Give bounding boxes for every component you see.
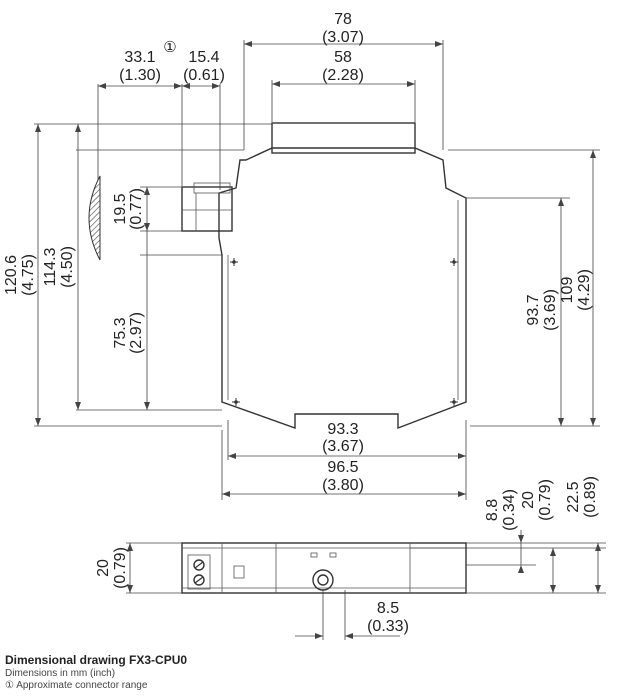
caption-footnote: ① Approximate connector range bbox=[5, 680, 148, 691]
bottom-housing bbox=[181, 542, 467, 594]
dim-93-3: 93.3 bbox=[327, 421, 358, 438]
front-view bbox=[88, 122, 467, 430]
dim-96-5: 96.5 bbox=[327, 459, 358, 476]
dim-114-3: 114.3 bbox=[42, 247, 59, 286]
dim-8-5: 8.5 bbox=[377, 600, 399, 617]
dim-22-5: 22.5 bbox=[565, 481, 582, 512]
dim-19-5: 19.5 bbox=[112, 193, 129, 224]
dim-78-inch: (3.07) bbox=[322, 29, 364, 46]
dim-78: 78 bbox=[334, 11, 352, 28]
dim-58: 58 bbox=[334, 49, 352, 66]
dim-93-7-inch: (3.69) bbox=[542, 289, 559, 331]
caption-title: Dimensional drawing FX3-CPU0 bbox=[5, 653, 188, 667]
housing-outline bbox=[218, 147, 467, 430]
dim-15-4: 15.4 bbox=[188, 49, 219, 66]
dim-114-3-inch: (4.50) bbox=[59, 246, 76, 288]
connector-range-hatch bbox=[88, 175, 101, 261]
configuration-plug bbox=[312, 569, 334, 591]
connector-plug bbox=[181, 186, 233, 232]
terminal-screws bbox=[187, 554, 245, 590]
dimensional-drawing: 78 (3.07) 58 (2.28) 33.1 ① (1.30) 15.4 (… bbox=[3, 11, 606, 640]
dim-75-3-inch: (2.97) bbox=[128, 312, 145, 354]
connector-range-mark: ① bbox=[163, 39, 176, 56]
bottom-view bbox=[126, 530, 606, 640]
dim-19-5-inch: (0.77) bbox=[128, 188, 145, 230]
dim-33-1-inch: (1.30) bbox=[119, 67, 161, 84]
dim-20-side: 20 bbox=[95, 559, 112, 577]
dim-109-inch: (4.29) bbox=[576, 269, 593, 311]
dim-20-depth-inch: (0.79) bbox=[537, 479, 554, 521]
dim-33-1: 33.1 bbox=[124, 49, 155, 66]
dim-93-3-inch: (3.67) bbox=[322, 438, 364, 455]
dim-93-7: 93.7 bbox=[525, 294, 542, 325]
dim-8-8: 8.8 bbox=[484, 499, 501, 521]
dim-8-5-inch: (0.33) bbox=[367, 618, 409, 635]
dim-120-6: 120.6 bbox=[3, 255, 20, 295]
dim-15-4-inch: (0.61) bbox=[183, 67, 225, 84]
dim-20-side-inch: (0.79) bbox=[112, 547, 129, 589]
dim-8-8-inch: (0.34) bbox=[501, 489, 518, 531]
figure-caption: Dimensional drawing FX3-CPU0 Dimensions … bbox=[5, 652, 635, 692]
front-dimension-lines bbox=[34, 40, 600, 500]
dim-75-3: 75.3 bbox=[112, 317, 129, 348]
dim-22-5-inch: (0.89) bbox=[582, 476, 599, 518]
dim-109: 109 bbox=[559, 277, 576, 304]
top-terminal-block bbox=[271, 122, 416, 154]
dimension-labels: 78 (3.07) 58 (2.28) 33.1 ① (1.30) 15.4 (… bbox=[3, 11, 599, 635]
dim-96-5-inch: (3.80) bbox=[322, 477, 364, 494]
mounting-screws bbox=[230, 258, 458, 406]
caption-units-note: Dimensions in mm (inch) bbox=[5, 668, 116, 679]
dim-58-inch: (2.28) bbox=[322, 67, 364, 84]
dim-120-6-inch: (4.75) bbox=[20, 254, 37, 296]
dim-20-depth: 20 bbox=[520, 491, 537, 509]
